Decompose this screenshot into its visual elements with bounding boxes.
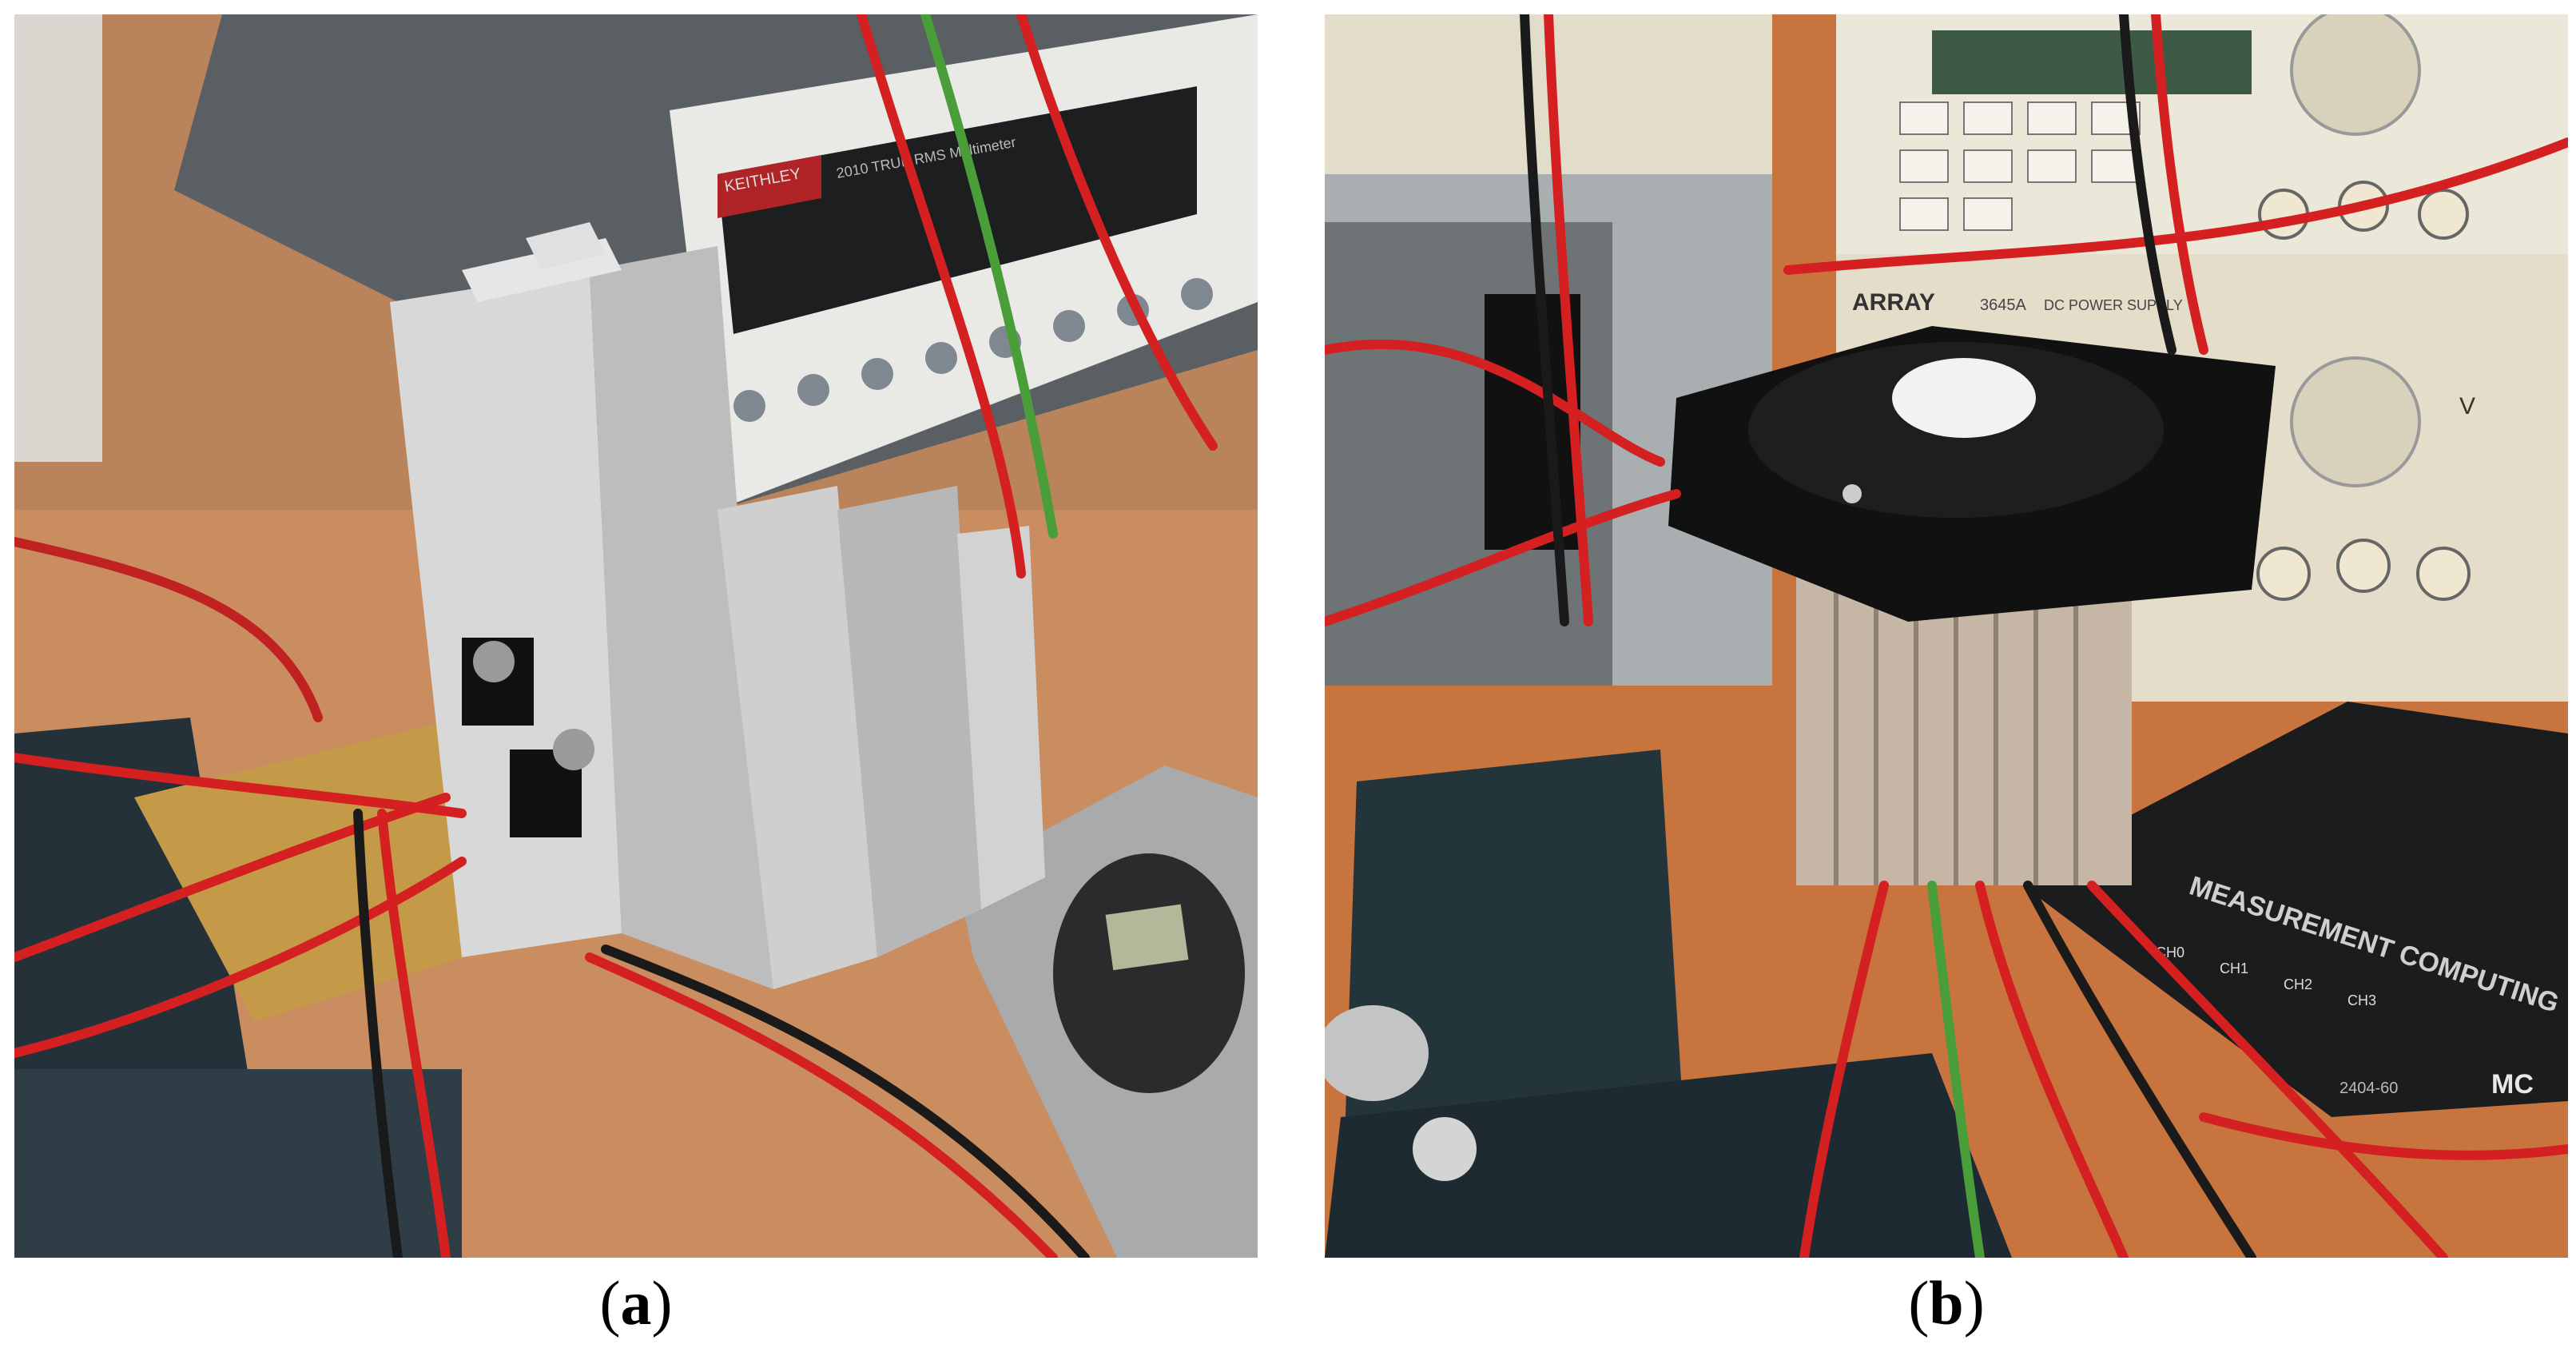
instrument-edge <box>14 14 102 462</box>
caption-letter: b <box>1929 1268 1964 1338</box>
bench-vise <box>1325 750 2012 1258</box>
psu-title: DC POWER SUPPLY <box>2044 297 2183 313</box>
daq-channel-2: CH2 <box>2284 976 2312 992</box>
red-black-wires <box>1325 14 2568 1258</box>
photo-panel-a: KEITHLEY 2010 TRUE RMS Multimeter <box>14 14 1258 1258</box>
psu-brand: ARRAY <box>1852 289 1935 316</box>
caption-close-paren: ) <box>651 1268 673 1338</box>
red-black-wires <box>14 14 1218 1258</box>
psu-model: 3645A <box>1980 296 2026 314</box>
daq-channel-3: CH3 <box>2347 992 2376 1008</box>
aluminum-heatsink <box>390 222 1045 989</box>
caption-open-paren: ( <box>1908 1268 1930 1338</box>
heatsink <box>1796 574 2132 885</box>
caption-open-paren: ( <box>599 1268 621 1338</box>
caption-panel-b: (b) <box>1827 1272 2066 1334</box>
daq-logo: MC <box>2491 1069 2534 1100</box>
psu-v-label: V <box>2459 393 2475 420</box>
transistors <box>462 638 594 837</box>
caption-panel-a: (a) <box>516 1272 756 1334</box>
photo-panel-b: ARRAY 3645A DC POWER SUPPLY V MEASUREMEN… <box>1325 14 2568 1258</box>
caption-letter: a <box>620 1268 652 1338</box>
temperature-display <box>957 765 1258 1258</box>
daq-model: 2404-60 <box>2339 1080 2398 1097</box>
daq-channel-1: CH1 <box>2220 960 2248 976</box>
photo-heatsink-setup: KEITHLEY 2010 TRUE RMS Multimeter <box>14 14 1258 1258</box>
caption-close-paren: ) <box>1963 1268 1985 1338</box>
photo-fan-heatsink-setup: ARRAY 3645A DC POWER SUPPLY V MEASUREMEN… <box>1325 14 2568 1258</box>
cooling-fan <box>1668 326 2276 622</box>
daq-device: MEASUREMENT COMPUTING MC 2404-60 CH0 CH1… <box>2012 702 2568 1117</box>
